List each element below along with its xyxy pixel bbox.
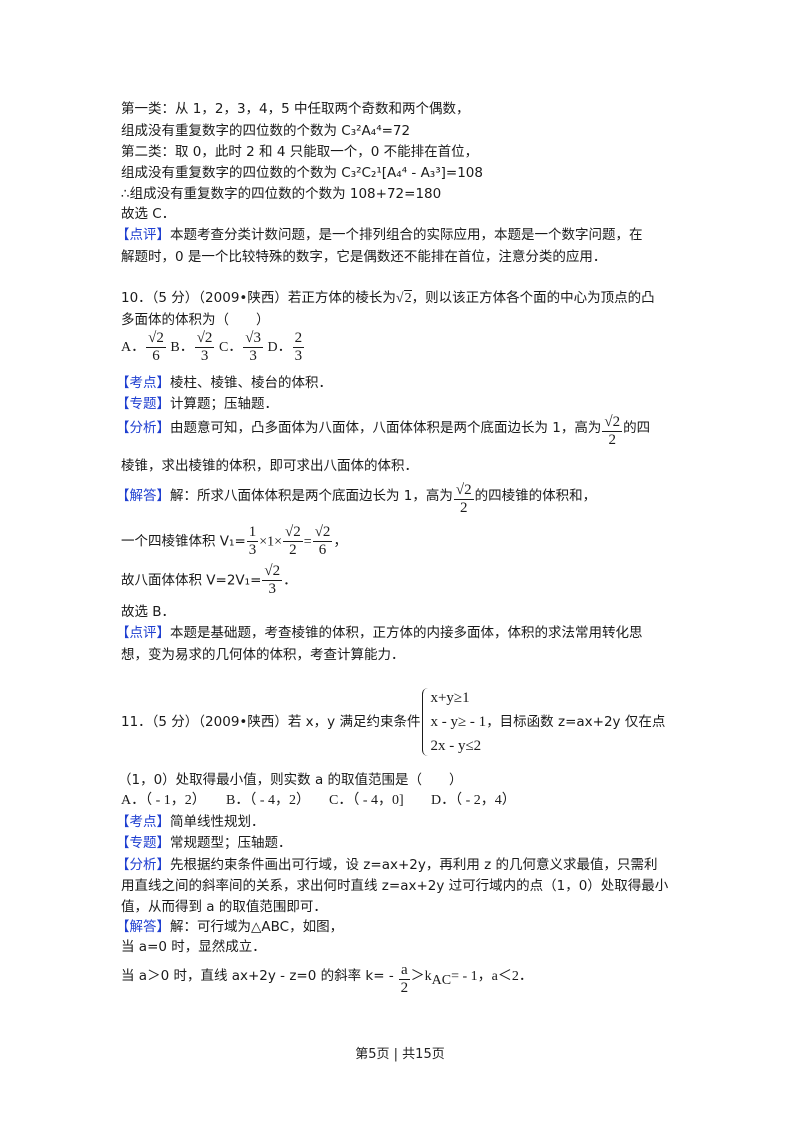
constraint-3: 2x - y≤2 — [430, 738, 482, 754]
text-line: 组成没有重复数字的四位数的个数为 C₃²C₂¹[A₄⁴ - A₃³]=108 — [121, 165, 483, 181]
jieda-text: 解：所求八面体体积是两个底面边长为 1，高为 — [170, 488, 453, 504]
fenxi-label: 【分析】 — [116, 857, 170, 873]
q11-jieda-line2: 当 a=0 时，显然成立． — [121, 939, 266, 955]
jieda-text: 解：可行域为△ABC，如图， — [170, 919, 344, 935]
kaodian-text: 棱柱、棱锥、棱台的体积． — [170, 375, 332, 391]
q10-fenxi-line2: 棱锥，求出棱锥的体积，即可求出八面体的体积． — [121, 458, 418, 474]
text-line: 第二类：取 0，此时 2 和 4 只能取一个，0 不能排在首位， — [121, 144, 479, 160]
q10-stem-text: 10．（5 分）（2009•陕西）若正方体的棱长为 — [121, 290, 396, 306]
option-a: A．（ - 1，2） — [121, 793, 206, 808]
comment-block: 【点评】本题考查分类计数问题，是一个排列组合的实际应用，本题是一个数字问题，在 — [116, 225, 643, 245]
q11-stem-line2: （1，0）处取得最小值，则实数 a 的取值范围是（ ） — [118, 772, 463, 788]
option-c: C．（ - 4，0] — [329, 793, 404, 808]
q11-jieda: 【解答】解：可行域为△ABC，如图， — [116, 917, 343, 937]
fenxi-label: 【分析】 — [116, 420, 170, 436]
answer-line: 故选 C． — [121, 206, 176, 222]
q10-stem-text-cont: ，则以该正方体各个面的中心为顶点的凸 — [411, 290, 655, 306]
q10-kaodian: 【考点】棱柱、棱锥、棱台的体积． — [116, 373, 332, 393]
comment-text-continued: 解题时，0 是一个比较特殊的数字，它是偶数还不能排在首位，注意分类的应用． — [121, 249, 607, 265]
jieda-text-end: 的四棱锥的体积和， — [474, 488, 597, 504]
q11-fenxi-line3: 值，从而得到 a 的取值范围即可． — [121, 899, 327, 915]
option-b: B．（ - 4，2） — [226, 793, 310, 808]
constraint-system: x+y≥1 x - y≥ - 1 2x - y≤2 — [420, 686, 486, 758]
zhuanti-text: 计算题；压轴题． — [170, 396, 278, 412]
q10-stem: 10．（5 分）（2009•陕西）若正方体的棱长为√2，则以该正方体各个面的中心… — [121, 288, 655, 309]
dianping-text: 本题是基础题，考查棱锥的体积，正方体的内接多面体，体积的求法常用转化思 — [170, 625, 643, 641]
sqrt-expression: √2 — [395, 290, 412, 306]
page-footer: 第5页 | 共15页 — [355, 1047, 445, 1062]
kaodian-label: 【考点】 — [116, 814, 170, 830]
option-d: D．（ - 2，4） — [431, 793, 516, 808]
text-line: ∴组成没有重复数字的四位数的个数为 108+72=180 — [121, 186, 442, 202]
q11-zhuanti: 【专题】常规题型；压轴题． — [116, 833, 292, 853]
q11-fenxi: 【分析】先根据约束条件画出可行域，设 z=ax+2y，再利用 z 的几何意义求最… — [116, 855, 658, 875]
q11-kaodian: 【考点】简单线性规划． — [116, 812, 265, 832]
q10-zhuanti: 【专题】计算题；压轴题． — [116, 394, 278, 414]
jieda-label: 【解答】 — [116, 919, 170, 935]
fenxi-text-end: 的四 — [623, 420, 651, 436]
zhuanti-label: 【专题】 — [116, 396, 170, 412]
q11-stem: 11．（5 分）（2009•陕西）若 x，y 满足约束条件 x+y≥1 x - … — [121, 686, 665, 766]
zhuanti-text: 常规题型；压轴题． — [170, 835, 292, 851]
dianping-label: 【点评】 — [116, 625, 170, 641]
q10-dianping-line2: 想，变为易求的几何体的体积，考查计算能力． — [121, 647, 405, 663]
text-line: 组成没有重复数字的四位数的个数为 C₃²A₄⁴=72 — [121, 123, 411, 139]
kaodian-text: 简单线性规划． — [170, 814, 265, 830]
q11-stem-text-cont: ，目标函数 z=ax+2y 仅在点 — [486, 714, 666, 730]
fenxi-text: 由题意可知，凸多面体为八面体，八面体体积是两个底面边长为 1，高为 — [170, 420, 602, 436]
q10-answer: 故选 B． — [121, 604, 176, 620]
q11-options: A．（ - 1，2） B．（ - 4，2） C．（ - 4，0] D．（ - 2，4） — [121, 791, 516, 811]
fenxi-text: 先根据约束条件画出可行域，设 z=ax+2y，再利用 z 的几何意义求最值，只需… — [170, 857, 658, 873]
jieda-label: 【解答】 — [116, 488, 170, 504]
q10-stem-line2: 多面体的体积为（ ） — [121, 312, 270, 328]
comment-text: 本题考查分类计数问题，是一个排列组合的实际应用，本题是一个数字问题，在 — [170, 227, 643, 243]
q10-dianping: 【点评】本题是基础题，考查棱锥的体积，正方体的内接多面体，体积的求法常用转化思 — [116, 623, 643, 643]
comment-label: 【点评】 — [116, 227, 170, 243]
kaodian-label: 【考点】 — [116, 375, 170, 391]
text-line: 第一类：从 1，2，3，4，5 中任取两个奇数和两个偶数， — [121, 101, 470, 117]
zhuanti-label: 【专题】 — [116, 835, 170, 851]
constraint-2: x - y≥ - 1 — [430, 714, 487, 730]
constraint-1: x+y≥1 — [430, 690, 470, 706]
q11-stem-text: 11．（5 分）（2009•陕西）若 x，y 满足约束条件 — [121, 714, 421, 730]
q11-fenxi-line2: 用直线之间的斜率间的关系，求出何时直线 z=ax+2y 过可行域内的点（1，0）… — [121, 878, 669, 894]
